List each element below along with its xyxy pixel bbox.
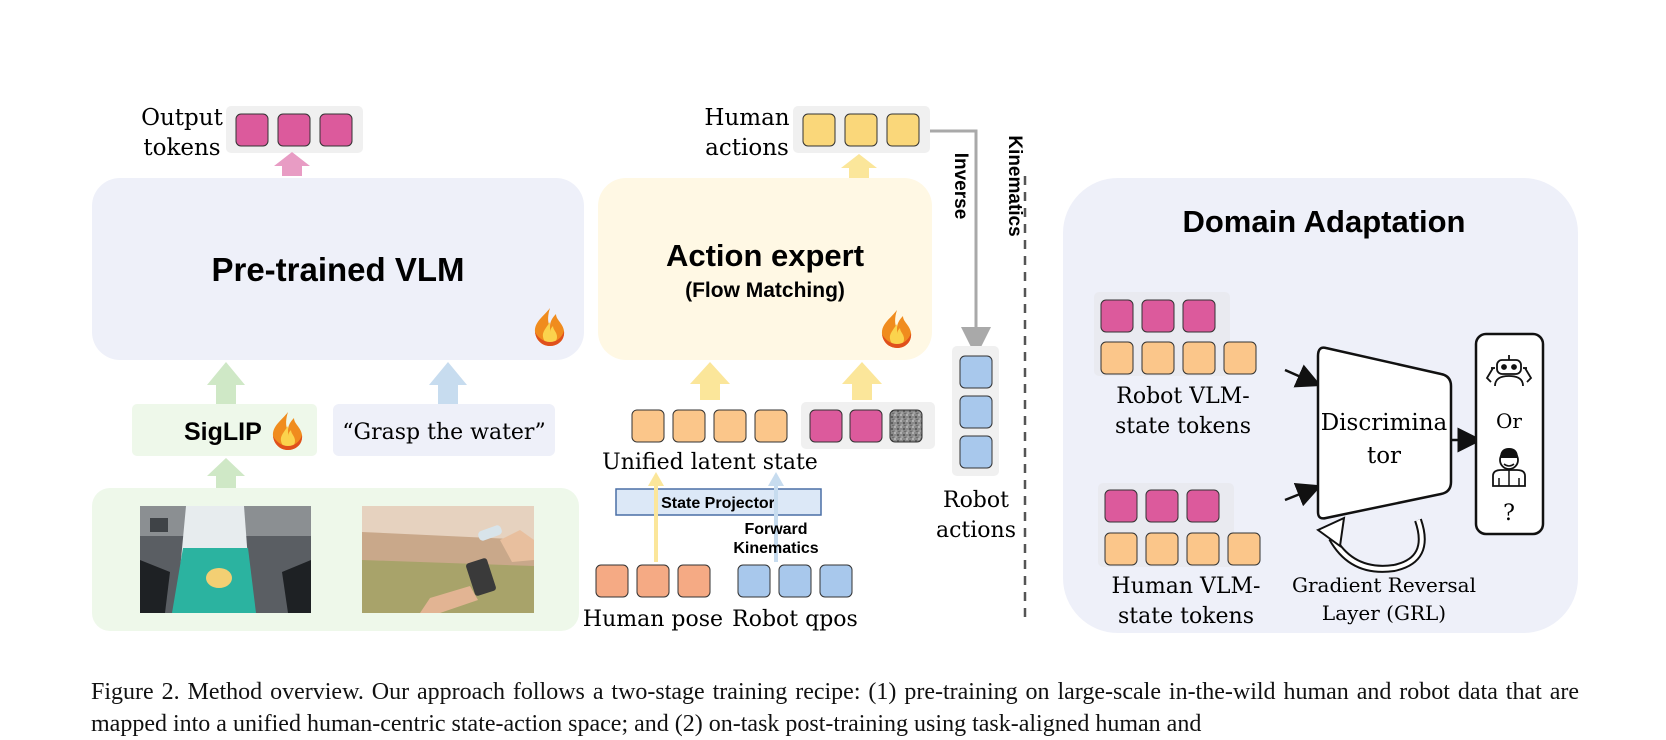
human-to-disc-arrow <box>1284 483 1322 507</box>
human-tokens-label-2: state tokens <box>1118 604 1254 629</box>
output-arrow <box>274 152 310 176</box>
discriminator-label-2: tor <box>1367 443 1401 469</box>
robot-camera-image <box>140 506 311 613</box>
human-action-token <box>802 113 836 147</box>
grl-label-2: Layer (GRL) <box>1322 601 1446 625</box>
inverse-kinematics-arrow <box>930 129 991 357</box>
robot-actions-label: Robot <box>943 488 1009 513</box>
siglip-box <box>132 404 317 456</box>
latent-token <box>754 409 788 443</box>
vlm-section: Output tokens Pre-trained VLM SigLIP “ <box>92 105 584 631</box>
caption-text: Figure 2. Method overview. Our approach … <box>91 679 1579 737</box>
robot-qpos-token <box>737 564 771 598</box>
domain-section: Domain Adaptation Robot VLM- state token… <box>1063 178 1578 633</box>
state-projector-label: State Projector <box>661 495 775 512</box>
output-tokens-label: Output <box>141 105 223 131</box>
forward-kinematics-label: Forward <box>744 521 807 538</box>
latent-token <box>631 409 665 443</box>
discriminator-label: Discrimina <box>1321 410 1448 436</box>
robot-action-token <box>959 395 993 429</box>
vlm-state-to-action-arrow <box>842 362 882 400</box>
vlm-state-token <box>849 409 883 443</box>
action-output-arrow <box>841 154 877 178</box>
grl-arrow <box>1330 519 1424 571</box>
robot-qpos-label: Robot qpos <box>732 607 858 632</box>
latent-token <box>672 409 706 443</box>
robot-tokens-label: Robot VLM- <box>1116 384 1249 409</box>
robot-to-disc-arrow <box>1284 364 1322 388</box>
siglip-label: SigLIP <box>184 418 262 446</box>
human-pose-token <box>677 564 711 598</box>
noise-token <box>889 409 923 443</box>
output-token <box>277 113 311 147</box>
discriminator-box <box>1316 346 1453 520</box>
action-expert-title: Action expert <box>666 238 864 273</box>
human-icon <box>1492 448 1526 487</box>
robot-action-token <box>959 435 993 469</box>
images-to-siglip-arrow <box>207 458 245 488</box>
robot-vlm-token <box>1141 299 1175 333</box>
fire-icon <box>272 412 303 450</box>
robot-state-token <box>1182 341 1216 375</box>
human-state-token <box>1145 532 1179 566</box>
action-expert-box <box>598 178 932 360</box>
grl-arrow-head <box>1316 516 1346 548</box>
robot-qpos-token <box>819 564 853 598</box>
human-action-token <box>886 113 920 147</box>
human-state-token <box>1104 532 1138 566</box>
human-state-token <box>1227 532 1261 566</box>
human-state-token <box>1186 532 1220 566</box>
robot-tokens-label-2: state tokens <box>1115 414 1251 439</box>
unified-latent-label: Unified latent state <box>602 450 818 475</box>
question-label: ? <box>1503 501 1515 526</box>
action-section: Human actions Inverse Kinematics Action … <box>583 105 1025 632</box>
human-actions-label-2: actions <box>705 135 789 161</box>
latent-token <box>713 409 747 443</box>
human-action-token <box>844 113 878 147</box>
inverse-kinematics-label: Inverse <box>950 153 971 220</box>
robot-icon <box>1485 355 1533 387</box>
robot-state-token <box>1141 341 1175 375</box>
latent-to-action-arrow <box>690 362 730 400</box>
output-token <box>319 113 353 147</box>
grl-label: Gradient Reversal <box>1292 573 1476 597</box>
state-projector-box <box>615 488 822 516</box>
action-expert-subtitle: (Flow Matching) <box>685 279 845 302</box>
forward-kinematics-label-2: Kinematics <box>733 540 818 557</box>
inverse-kinematics-label-2: Kinematics <box>1004 135 1025 236</box>
vlm-box <box>92 178 584 360</box>
vlm-title: Pre-trained VLM <box>211 251 464 288</box>
figure-caption: Figure 2. Method overview. Our approach … <box>91 676 1579 740</box>
fire-icon <box>881 310 912 348</box>
output-tokens-label-2: tokens <box>143 135 220 161</box>
robot-state-token <box>1100 341 1134 375</box>
human-pose-label: Human pose <box>583 607 723 632</box>
or-label: Or <box>1496 409 1522 433</box>
human-camera-image <box>362 506 534 613</box>
output-token <box>235 113 269 147</box>
instruction-box <box>333 404 555 456</box>
human-pose-token <box>595 564 629 598</box>
fire-icon <box>534 308 565 346</box>
text-to-vlm-arrow <box>429 362 467 404</box>
robot-actions-label-2: actions <box>936 518 1016 543</box>
human-vlm-token <box>1186 489 1220 523</box>
robot-qpos-token <box>778 564 812 598</box>
domain-adaptation-title: Domain Adaptation <box>1182 204 1465 239</box>
human-pose-token <box>636 564 670 598</box>
human-tokens-label: Human VLM- <box>1112 574 1261 599</box>
robot-vlm-token <box>1182 299 1216 333</box>
robot-action-token <box>959 355 993 389</box>
human-actions-label: Human <box>704 105 789 131</box>
robot-vlm-token <box>1100 299 1134 333</box>
robot-state-token <box>1223 341 1257 375</box>
siglip-to-vlm-arrow <box>207 362 245 404</box>
human-vlm-token <box>1104 489 1138 523</box>
vlm-state-token <box>809 409 843 443</box>
human-vlm-token <box>1145 489 1179 523</box>
instruction-text: “Grasp the water” <box>342 420 545 445</box>
